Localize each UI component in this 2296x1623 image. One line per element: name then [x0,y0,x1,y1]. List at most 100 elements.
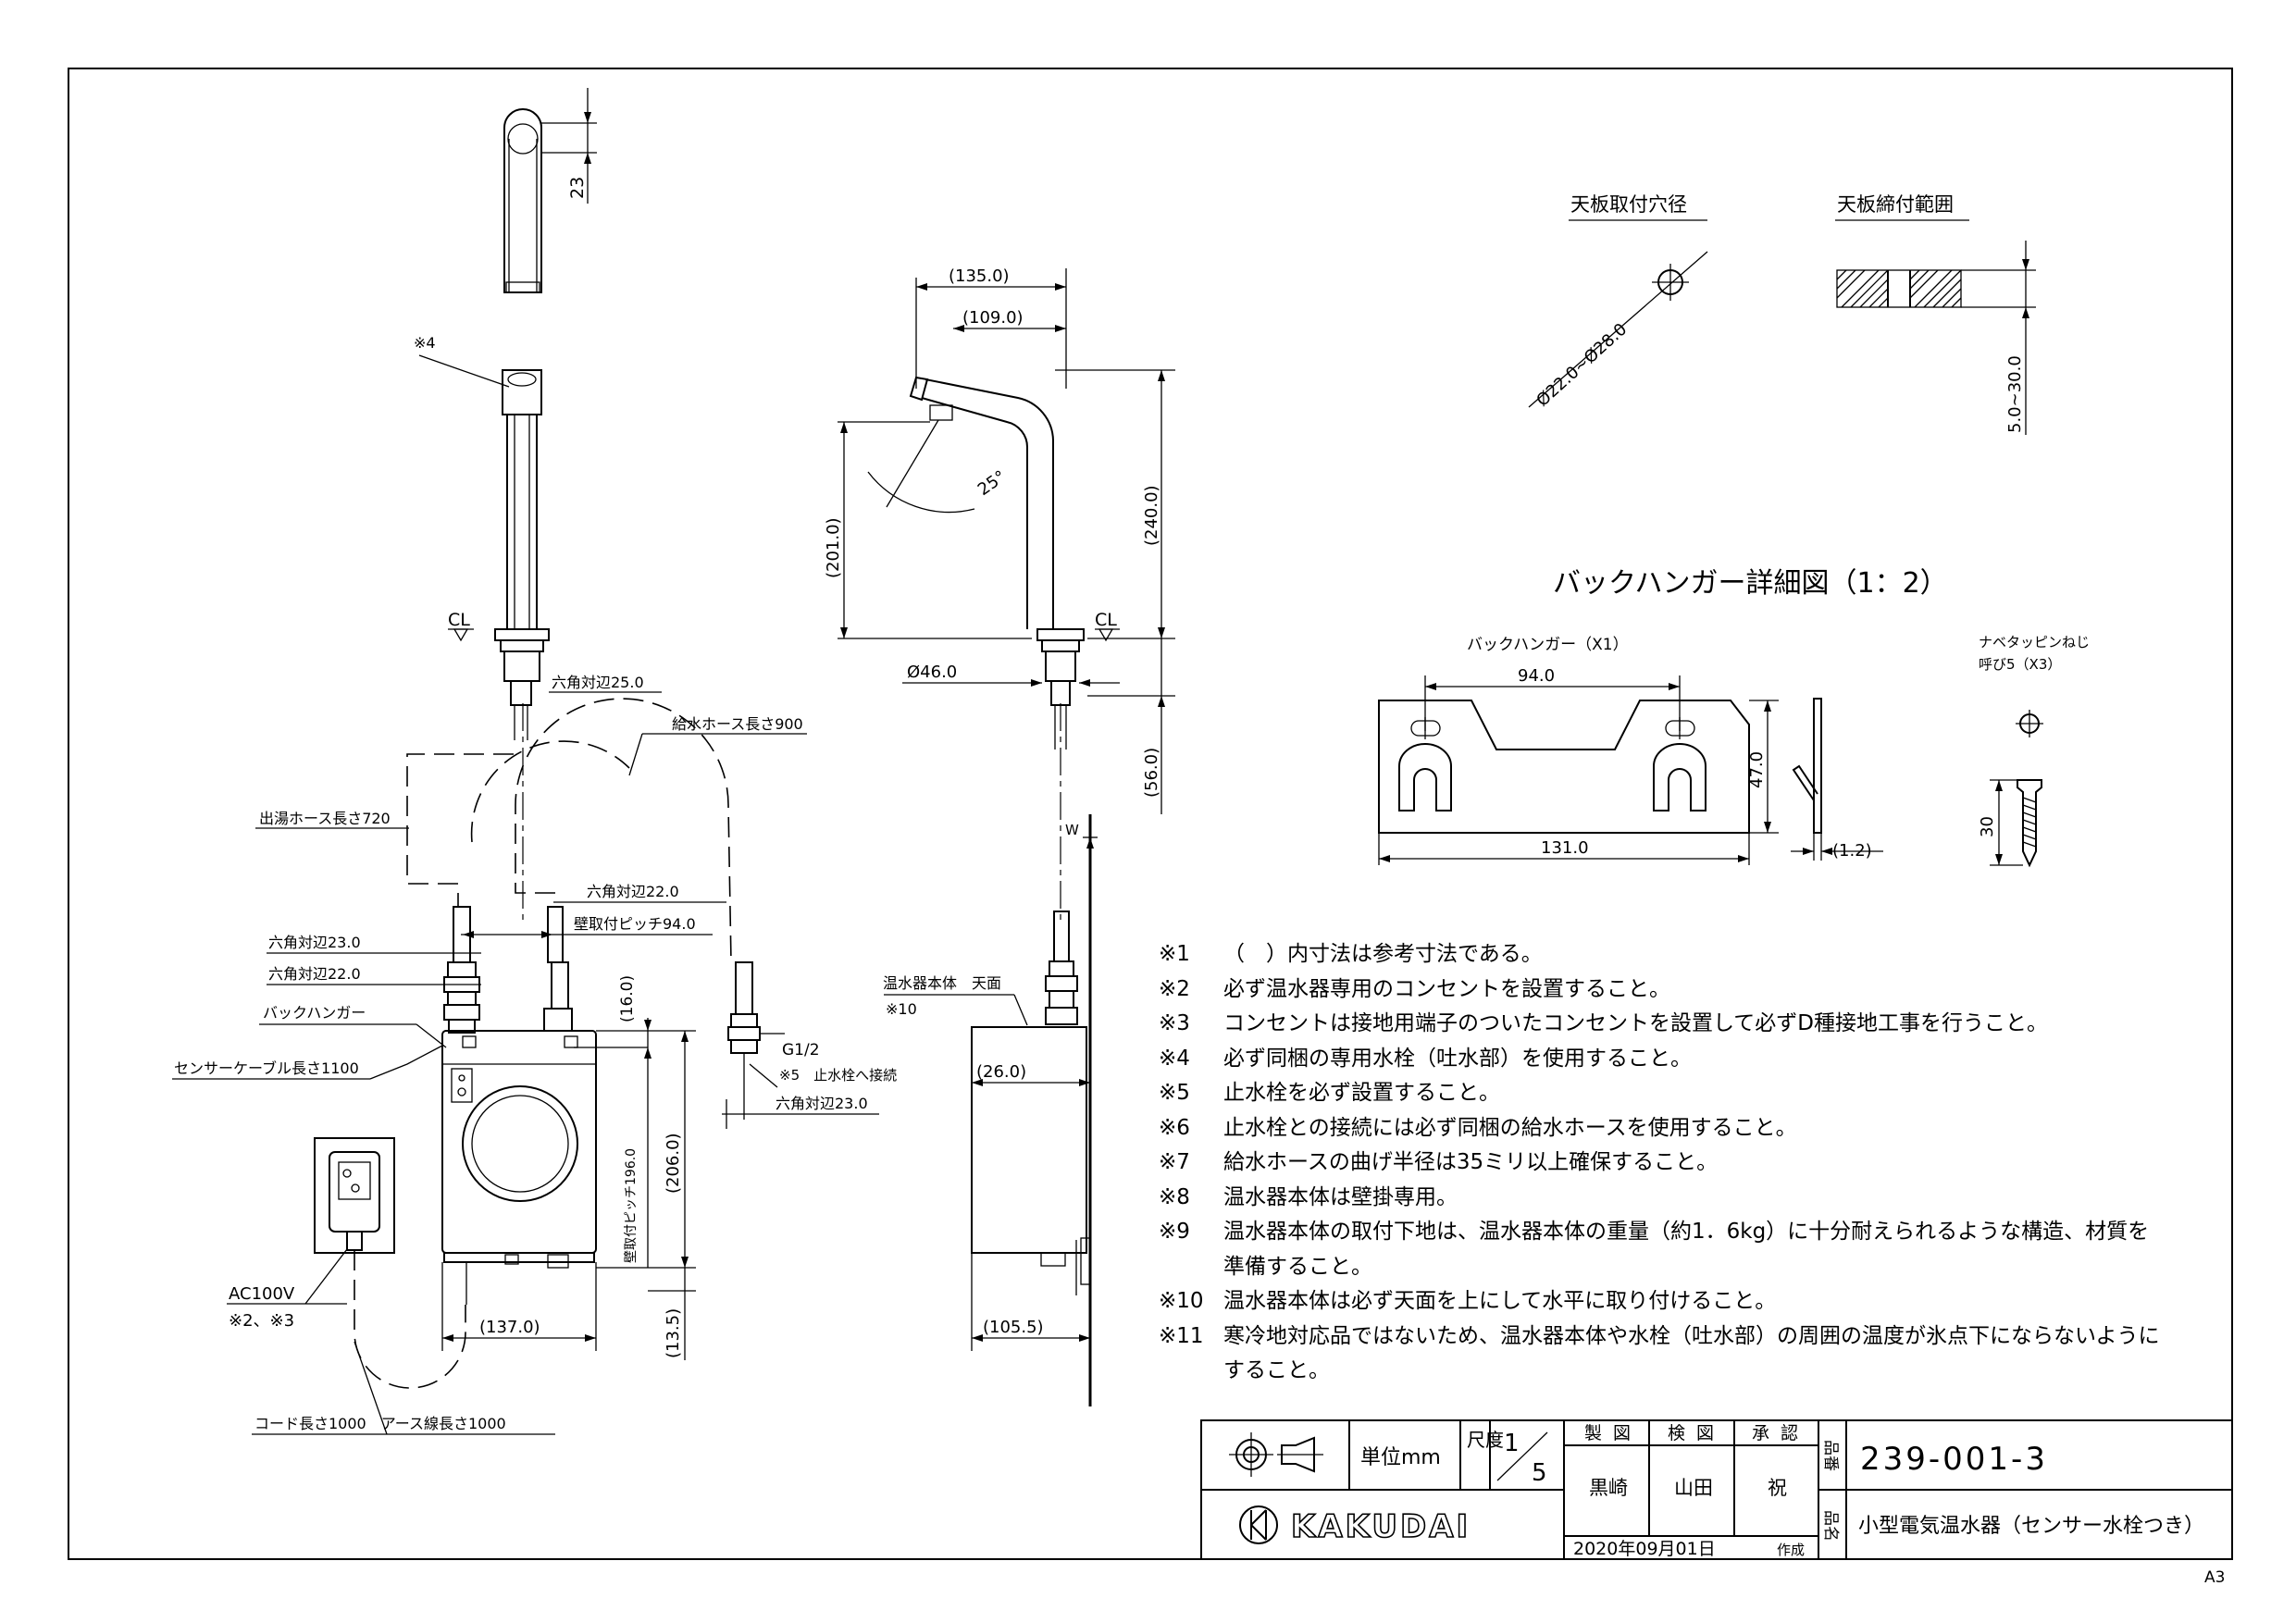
note-id: ※8 [1159,1184,1190,1209]
hex-23-left-label: 六角対辺23.0 [268,934,361,951]
note-text: 必ず温水器専用のコンセントを設置すること。 [1223,976,1670,1001]
approved-label: 承認 [1752,1423,1809,1443]
hanger-detail: バックハンガー詳細図（1：2） バックハンガー（X1） 94.0 47.0 13… [1378,567,1948,865]
note-text: 温水器本体の取付下地は、温水器本体の重量（約1．6kg）に十分耐えられるような構… [1223,1220,2150,1244]
product-name: 小型電気温水器（センサー水栓つき） [1858,1515,2204,1538]
angle-25: 25° [974,467,1010,501]
hanger-label: バックハンガー（X1） [1467,636,1629,654]
note-id [1159,1250,1223,1285]
g12-label: G1/2 [782,1041,820,1059]
note-row: ※3 コンセントは接地用端子のついたコンセントを設置して必ずD種接地工事を行うこと… [1159,1007,2223,1042]
note-text: 温水器本体は壁掛専用。 [1223,1184,1458,1209]
dim-137: (137.0) [479,1318,540,1337]
date-label: 2020年09月01日 [1573,1539,1716,1559]
note-row: ※10 温水器本体は必ず天面を上にして水平に取り付けること。 [1159,1284,2223,1319]
power-plug: AC100V ※2、※3 コード長さ1000 アース線長さ1000 [227,1137,555,1435]
dim-105-5: (105.5) [983,1318,1044,1337]
note4-label: ※4 [414,334,436,352]
note-row: ※5 止水栓を必ず設置すること。 [1159,1076,2223,1111]
drawn-by: 黒崎 [1589,1477,1628,1499]
note-id: ※4 [1159,1046,1190,1071]
note-text: 必ず同梱の専用水栓（吐水部）を使用すること。 [1223,1046,1692,1071]
note-id: ※3 [1159,1011,1190,1035]
note5-label: ※5 止水栓へ接続 [779,1067,897,1084]
dim-23: 23 [567,177,588,199]
back-hanger-label: バックハンガー [263,1004,366,1022]
clamp-title: 天板締付範囲 [1837,193,1954,216]
note-row: ※4 必ず同梱の専用水栓（吐水部）を使用すること。 [1159,1042,2223,1077]
sheet-border [68,68,2233,1560]
cl-front: CL [448,610,470,630]
approved-by: 祝 [1768,1477,1787,1499]
dim-1-2: (1.2) [1832,841,1872,861]
front-view: 23 ※4 CL 六角対辺25.0 [172,88,897,1435]
note-row: 準備すること。 [1159,1250,2223,1285]
note-id: ※1 [1159,942,1190,966]
note-text: すること。 [1223,1358,1330,1382]
dim-13-5: (13.5) [664,1308,683,1358]
hex-22-left-label: 六角対辺22.0 [268,965,361,983]
screw-detail: ナベタッピンねじ 呼び5（X3） 30 [1978,634,2090,868]
dim-206: (206.0) [664,1133,683,1194]
hex-23-right-label: 六角対辺23.0 [776,1095,868,1112]
kakudai-logo-icon: KAKUDAI [1239,1505,1469,1546]
title-block: 単位mm 尺度 1 5 製図 検図 承認 黒崎 山田 祝 2020年09月01日… [1200,1419,2233,1560]
note-id: ※11 [1159,1323,1204,1348]
note-row: ※11 寒冷地対応品ではないため、温水器本体や水栓（吐水部）の周囲の温度が氷点下に… [1159,1319,2223,1355]
drawn-label: 製図 [1584,1423,1642,1443]
hose-routing: 給水ホース長さ900 出湯ホース長さ720 [255,698,807,963]
hex-25-label: 六角対辺25.0 [552,674,644,691]
pitch-94-label: 壁取付ピッチ94.0 [574,915,696,933]
heater-front [441,906,597,1305]
hex-22-right-label: 六角対辺22.0 [587,883,679,900]
note-id: ※10 [1159,1289,1204,1313]
scale-den: 5 [1532,1459,1547,1487]
sensor-cable-label: センサーケーブル長さ1100 [174,1059,359,1077]
note-id [1159,1354,1223,1389]
mount-hole-detail: 天板取付穴径 Ø22.0~Ø28.0 [1528,193,1708,411]
part-no-label: 品番 [1821,1440,1840,1471]
date-suffix: 作成 [1777,1542,1805,1558]
scale-label-text: 尺度 [1467,1429,1504,1451]
dim-56: (56.0) [1142,748,1161,798]
cord-label: コード長さ1000 アース線長さ1000 [254,1415,506,1432]
note-id: ※5 [1159,1081,1190,1105]
dim-16: (16.0) [618,975,637,1022]
screw-label-1: ナベタッピンねじ [1979,634,2090,650]
hole-dia-label: Ø22.0~Ø28.0 [1533,319,1631,410]
hanger-title: バックハンガー詳細図（1：2） [1553,567,1948,600]
note-text: コンセントは接地用端子のついたコンセントを設置して必ずD種接地工事を行うこと。 [1223,1011,2049,1035]
dim-47: 47.0 [1747,751,1767,788]
note-row: ※9 温水器本体の取付下地は、温水器本体の重量（約1．6kg）に十分耐えられるよう… [1159,1215,2223,1250]
note-text: 止水栓を必ず設置すること。 [1223,1081,1500,1105]
supply-hose-label: 給水ホース長さ900 [672,715,803,733]
name-label: 品名 [1821,1510,1840,1542]
part-no: 239-001-3 [1860,1441,2048,1478]
note-row: ※8 温水器本体は壁掛専用。 [1159,1181,2223,1216]
sheet-size: A3 [2204,1568,2225,1587]
dia-46: Ø46.0 [907,663,957,682]
screw-label-2: 呼び5（X3） [1979,656,2061,673]
note-row: すること。 [1159,1354,2223,1389]
note-text: 寒冷地対応品ではないため、温水器本体や水栓（吐水部）の周囲の温度が氷点下にならな… [1223,1323,2160,1348]
dim-240: (240.0) [1142,485,1161,546]
scale-label: 尺度 [1467,1429,1504,1451]
checked-by: 山田 [1674,1477,1713,1499]
checked-label: 検図 [1668,1423,1725,1443]
note-text: 止水栓との接続には必ず同梱の給水ホースを使用すること。 [1223,1115,1797,1140]
cl-side: CL [1095,610,1117,630]
note10-label: ※10 [886,1000,917,1018]
note-id: ※9 [1159,1220,1190,1244]
faucet-spout: ※4 CL 六角対辺25.0 [414,334,662,925]
clamp-range-label: 5.0~30.0 [2005,355,2025,433]
note-text: 給水ホースの曲げ半径は35ミリ以上確保すること。 [1223,1150,1719,1174]
note-row: ※1（ ）内寸法は参考寸法である。 [1159,937,2223,973]
supply-hose-end: G1/2 ※5 止水栓へ接続 六角対辺23.0 [722,961,897,1129]
note-text: 温水器本体は必ず天面を上にして水平に取り付けること。 [1223,1289,1777,1313]
note23-label: ※2、※3 [229,1311,294,1331]
unit-label: 単位mm [1360,1446,1441,1469]
spout-top-detail: 23 [503,88,597,293]
